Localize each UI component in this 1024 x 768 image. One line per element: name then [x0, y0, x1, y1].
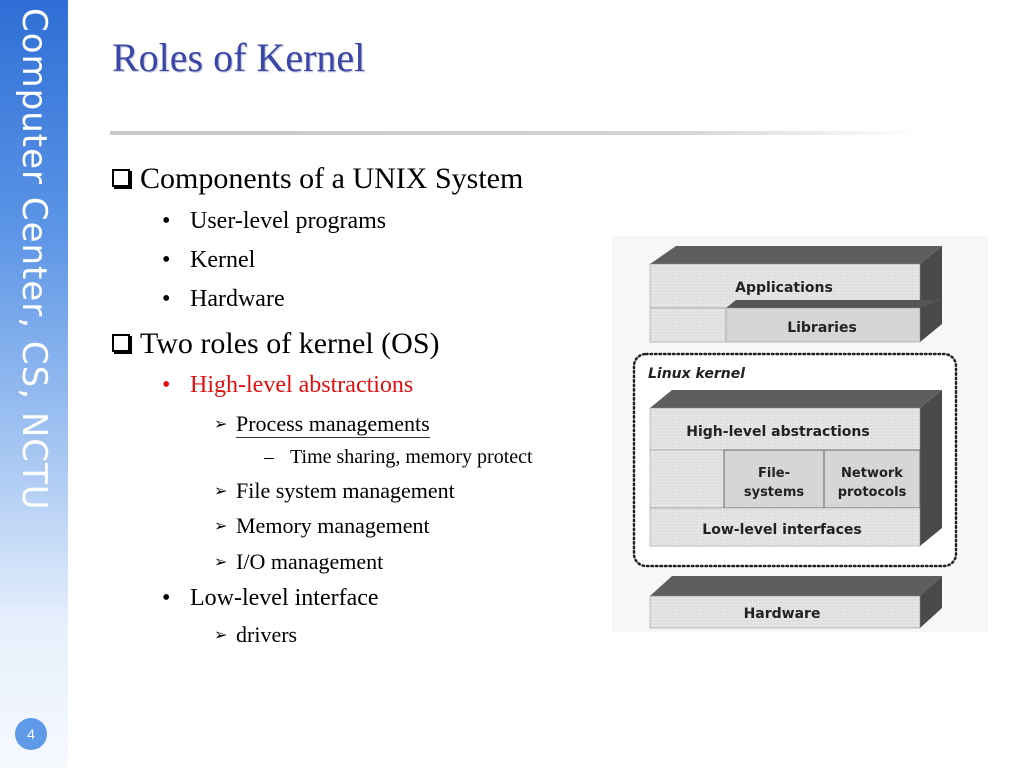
bullet-memory: ➢ Memory management [214, 513, 430, 539]
bullet-text: drivers [236, 622, 298, 647]
dot-bullet-icon: • [162, 286, 171, 312]
arrow-bullet-icon: ➢ [214, 516, 228, 535]
hardware-label: Hardware [744, 606, 821, 622]
arrow-bullet-icon: ➢ [214, 414, 228, 433]
bullet-text: Kernel [190, 247, 256, 273]
bullet-text: Two roles of kernel (OS) [140, 327, 440, 360]
checkbox-bullet-icon [112, 169, 130, 187]
applications-label: Applications [735, 280, 833, 296]
kernel-block: High-level abstractions File- systems Ne… [649, 390, 942, 547]
applications-block: Applications Libraries [649, 246, 942, 343]
dash-bullet-icon: – [264, 446, 274, 468]
bullet-text: User-level programs [190, 208, 387, 234]
sidebar-band: Computer Center, CS, NCTU [0, 0, 68, 768]
network-label-2: protocols [838, 485, 907, 500]
bullet-user-level: • User-level programs [162, 208, 386, 235]
arrow-bullet-icon: ➢ [214, 625, 228, 644]
bullet-low-level: • Low-level interface [162, 585, 379, 612]
arrow-bullet-icon: ➢ [214, 481, 228, 500]
bullet-text: File system management [236, 478, 455, 503]
linux-kernel-label: Linux kernel [648, 366, 745, 382]
sidebar-label: Computer Center, CS, NCTU [14, 8, 54, 511]
slide-title: Roles of Kernel [112, 35, 366, 80]
bullet-io: ➢ I/O management [214, 549, 383, 575]
page-number: 4 [15, 718, 47, 750]
bullet-file-system: ➢ File system management [214, 478, 455, 504]
bullet-text: Components of a UNIX System [140, 162, 524, 195]
high-level-label: High-level abstractions [686, 424, 869, 440]
bullet-text: I/O management [236, 549, 384, 574]
libraries-label: Libraries [787, 320, 857, 336]
hardware-block: Hardware [649, 576, 942, 629]
checkbox-bullet-icon [112, 334, 130, 352]
bullet-components: Components of a UNIX System [112, 162, 523, 196]
file-systems-label-1: File- [758, 466, 790, 481]
dot-bullet-icon: • [162, 585, 171, 611]
bullet-text: Process managements [236, 411, 430, 438]
bullet-high-level: • High-level abstractions [162, 372, 413, 399]
bullet-hardware: • Hardware [162, 286, 285, 313]
kernel-layer-diagram: Applications Libraries Linux kernel High… [612, 236, 988, 632]
title-divider [110, 131, 920, 135]
bullet-process: ➢ Process managements [214, 411, 430, 438]
bullet-text: High-level abstractions [190, 372, 414, 398]
bullet-text: Low-level interface [190, 585, 379, 611]
network-label-1: Network [841, 466, 903, 481]
bullet-time-sharing: –Time sharing, memory protect [264, 446, 533, 469]
bullet-text: Hardware [190, 286, 285, 312]
low-level-label: Low-level interfaces [702, 522, 861, 538]
bullet-drivers: ➢ drivers [214, 622, 297, 648]
dot-bullet-icon: • [162, 247, 171, 273]
dot-bullet-icon: • [162, 208, 171, 234]
bullet-kernel: • Kernel [162, 247, 255, 274]
bullet-text: Time sharing, memory protect [290, 446, 533, 468]
bullet-two-roles: Two roles of kernel (OS) [112, 327, 440, 361]
file-systems-label-2: systems [744, 485, 805, 500]
arrow-bullet-icon: ➢ [214, 552, 228, 571]
dot-bullet-icon: • [162, 372, 171, 398]
bullet-text: Memory management [236, 513, 430, 538]
